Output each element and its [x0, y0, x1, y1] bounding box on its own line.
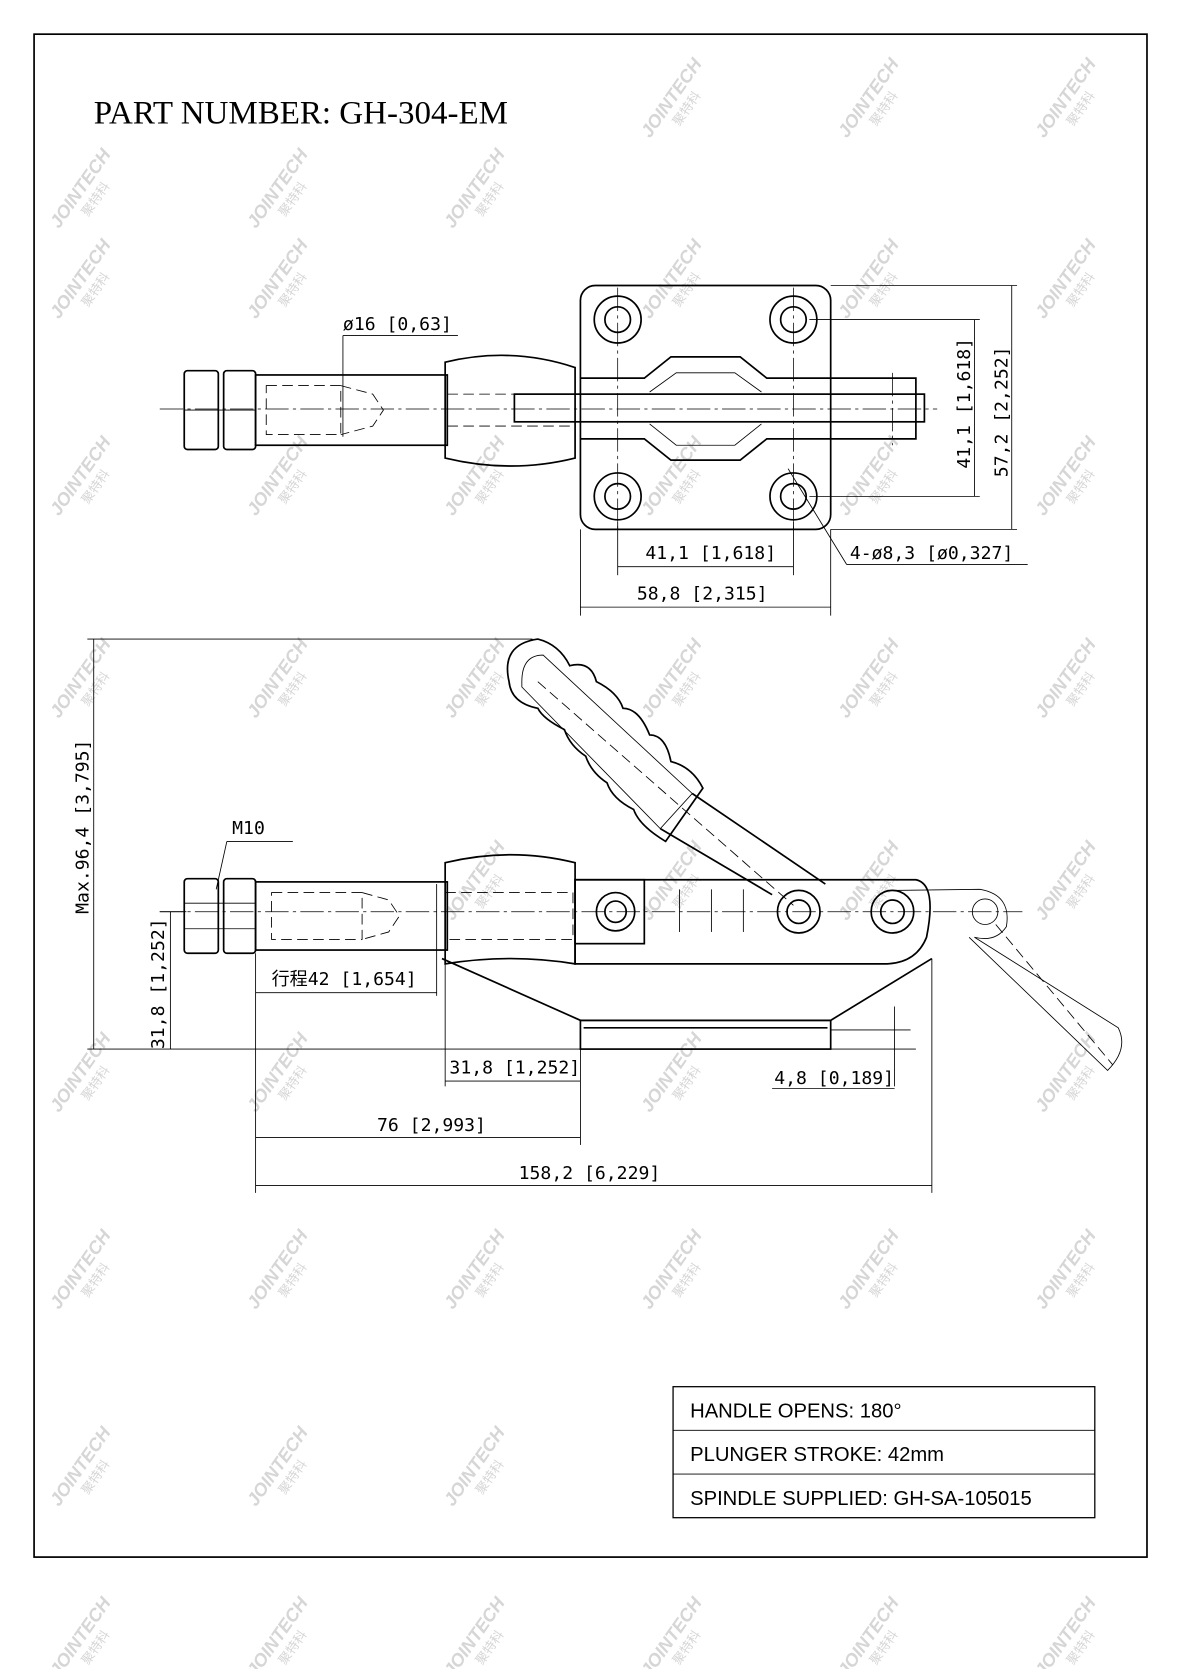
linkage — [580, 356, 917, 462]
hex-nut — [183, 877, 220, 955]
spec-plunger-stroke: PLUNGER STROKE: 42mm — [690, 1444, 944, 1466]
part-number-title: PART NUMBER: GH-304-EM — [94, 96, 508, 132]
dim-mounting-holes: 4-ø8,3 [ø0,327] — [850, 543, 1013, 564]
dim-base-thickness: 4,8 [0,189] — [774, 1068, 894, 1089]
spec-spindle-supplied: SPINDLE SUPPLIED: GH-SA-105015 — [690, 1488, 1032, 1510]
hex-nut — [222, 877, 257, 955]
top-view: ø16 [0,63] 41,1 [1,618] 57,2 [2,252] 41,… — [159, 284, 1028, 616]
drawing-border — [33, 33, 1148, 1558]
dim-stroke: 行程42 [1,654] — [272, 969, 417, 990]
clamp-body — [574, 878, 931, 965]
handle-open-position — [892, 888, 1123, 1071]
plunger-rod — [254, 374, 449, 447]
housing — [444, 354, 576, 467]
handle-grip — [506, 638, 704, 843]
dim-plate-width: 58,8 [2,315] — [637, 584, 768, 605]
dim-rod-to-base: 76 [2,993] — [377, 1115, 486, 1136]
dim-housing-offset: 31,8 [1,252] — [449, 1058, 580, 1079]
dim-hole-spacing-vertical: 41,1 [1,618] — [954, 338, 975, 469]
dim-center-height: 31,8 [1,252] — [148, 918, 169, 1049]
dim-plate-height: 57,2 [2,252] — [991, 346, 1012, 477]
side-view: Max.96,4 [3,795] 31,8 [1,252] M10 行程42 [… — [72, 638, 1123, 1193]
plunger-rod — [254, 881, 449, 951]
base-plate — [579, 1019, 832, 1050]
dim-thread: M10 — [232, 818, 265, 839]
spec-table: HANDLE OPENS: 180° PLUNGER STROKE: 42mm … — [672, 1386, 1096, 1519]
plunger-bar — [513, 393, 926, 423]
dim-hole-spacing-horizontal: 41,1 [1,618] — [645, 543, 776, 564]
mounting-plate — [579, 284, 832, 531]
handle-arm — [659, 792, 826, 896]
base-bracket — [441, 957, 933, 1022]
dim-rod-diameter: ø16 [0,63] — [343, 314, 452, 335]
spec-handle-opens: HANDLE OPENS: 180° — [690, 1401, 901, 1423]
dim-max-height: Max.96,4 [3,795] — [72, 740, 93, 914]
mounting-hole-icon — [593, 295, 818, 521]
dim-overall-length: 158,2 [6,229] — [519, 1163, 661, 1184]
